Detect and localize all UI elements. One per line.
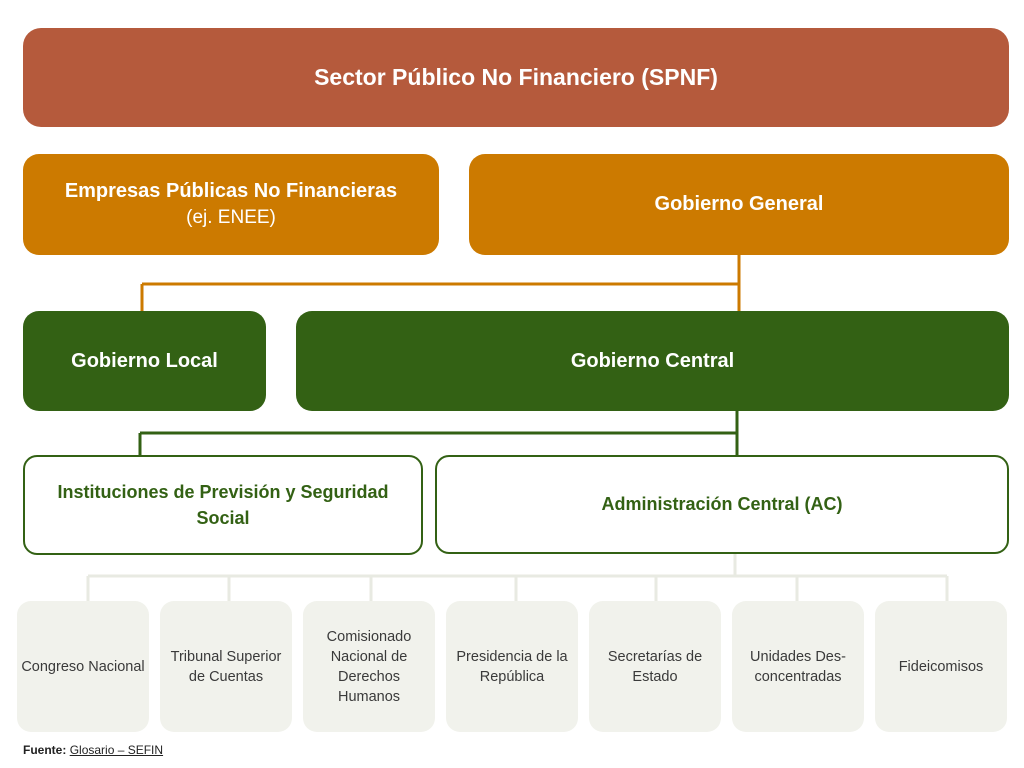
node-gobierno-general: Gobierno General bbox=[469, 154, 1009, 255]
node-empresas-example: (ej. ENEE) bbox=[186, 207, 276, 228]
node-gobierno-central: Gobierno Central bbox=[296, 311, 1009, 411]
leaf-label: Presidencia de la República bbox=[456, 648, 568, 685]
node-gobierno-general-label: Gobierno General bbox=[654, 193, 824, 215]
source-note: Fuente: Glosario – SEFIN bbox=[23, 743, 163, 757]
leaf-fideicomisos: Fideicomisos bbox=[875, 601, 1007, 732]
leaf-congreso-nacional: Congreso Nacional bbox=[17, 601, 149, 732]
source-label: Fuente: bbox=[23, 743, 67, 757]
node-gobierno-central-label: Gobierno Central bbox=[570, 349, 735, 372]
node-instituciones-label: Instituciones de Previsión y Seguridad S… bbox=[57, 482, 389, 528]
node-gobierno-local-label: Gobierno Local bbox=[71, 349, 218, 372]
node-empresas-title: Empresas Públicas No Financieras bbox=[64, 180, 398, 202]
node-administracion-central-label: Administración Central (AC) bbox=[601, 494, 843, 514]
leaf-label: Congreso Nacional bbox=[21, 658, 145, 675]
node-spnf: Sector Público No Financiero (SPNF) bbox=[23, 28, 1009, 127]
source-link[interactable]: Glosario – SEFIN bbox=[69, 743, 164, 757]
leaf-presidencia: Presidencia de la República bbox=[446, 601, 578, 732]
node-gobierno-local: Gobierno Local bbox=[23, 311, 266, 411]
leaf-label: Comisionado Nacional de Derechos Humanos bbox=[326, 628, 412, 705]
leaf-comisionado-nacional: Comisionado Nacional de Derechos Humanos bbox=[303, 601, 435, 732]
node-instituciones-prevision: Instituciones de Previsión y Seguridad S… bbox=[23, 455, 423, 555]
leaf-unidades-desconcentradas: Unidades Des-concentradas bbox=[732, 601, 864, 732]
leaf-secretarias: Secretarías de Estado bbox=[589, 601, 721, 732]
node-spnf-label: Sector Público No Financiero (SPNF) bbox=[314, 64, 718, 90]
leaf-label: Unidades Des-concentradas bbox=[750, 648, 846, 685]
node-empresas-publicas: Empresas Públicas No Financieras (ej. EN… bbox=[23, 154, 439, 255]
leaf-label: Secretarías de Estado bbox=[607, 648, 703, 685]
leaf-label: Tribunal Superior de Cuentas bbox=[170, 648, 282, 685]
node-administracion-central: Administración Central (AC) bbox=[435, 455, 1009, 554]
leaf-label: Fideicomisos bbox=[898, 658, 984, 675]
leaf-tribunal-superior: Tribunal Superior de Cuentas bbox=[160, 601, 292, 732]
